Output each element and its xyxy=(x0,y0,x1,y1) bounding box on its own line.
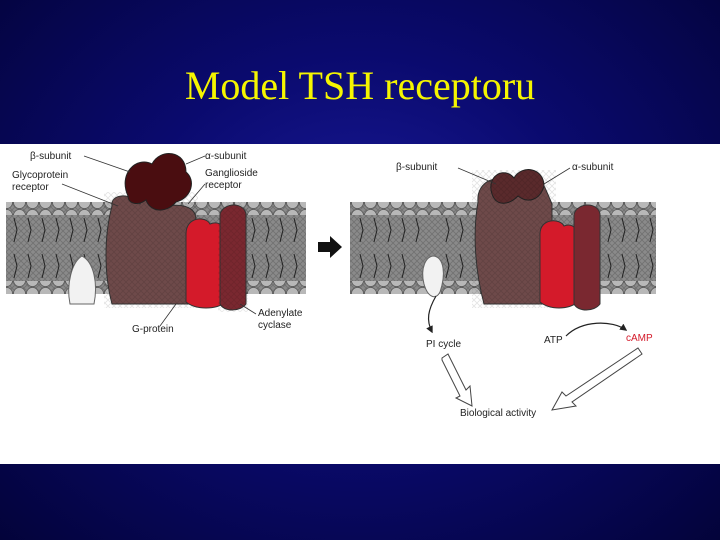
right-leader-lines xyxy=(457,167,571,185)
left-adenylate-label-2: cyclase xyxy=(258,320,292,331)
right-ganglioside-receptor xyxy=(422,255,444,298)
pi-cycle-arrow xyxy=(426,295,437,334)
left-tsh-hormone xyxy=(124,153,192,211)
transition-arrow-icon xyxy=(318,236,342,258)
right-panel: β-subunit α-subunit PI cycle ATP cAMP Bi… xyxy=(350,162,656,419)
receptor-diagram-svg: β-subunit α-subunit Glycoprotein recepto… xyxy=(6,151,656,419)
left-ganglioside-receptor xyxy=(68,255,96,305)
left-g-protein-label: G-protein xyxy=(132,324,174,335)
right-alpha-subunit-label: α-subunit xyxy=(572,162,614,173)
pi-cycle-label: PI cycle xyxy=(426,339,461,350)
biological-activity-label: Biological activity xyxy=(460,408,536,419)
camp-to-activity-arrow xyxy=(551,347,643,411)
atp-label: ATP xyxy=(544,335,563,346)
left-alpha-subunit-label: α-subunit xyxy=(205,151,247,162)
right-beta-subunit-label: β-subunit xyxy=(396,162,438,173)
left-leader-lines xyxy=(61,155,257,327)
left-glycoprotein-label-2: receptor xyxy=(12,182,49,193)
camp-label: cAMP xyxy=(626,333,653,344)
pi-to-activity-arrow xyxy=(441,353,473,407)
left-glycoprotein-label-1: Glycoprotein xyxy=(12,170,68,181)
left-beta-subunit-label: β-subunit xyxy=(30,151,72,162)
receptor-diagram: β-subunit α-subunit Glycoprotein recepto… xyxy=(0,144,720,464)
left-ganglioside-label-2: receptor xyxy=(205,180,242,191)
slide-title: Model TSH receptoru xyxy=(184,63,536,108)
right-g-protein xyxy=(539,220,579,309)
right-adenylate-cyclase xyxy=(573,204,601,311)
left-adenylate-label-1: Adenylate xyxy=(258,308,303,319)
atp-to-camp-arrow xyxy=(565,322,628,337)
left-panel: β-subunit α-subunit Glycoprotein recepto… xyxy=(6,151,306,335)
left-ganglioside-label-1: Ganglioside xyxy=(205,168,258,179)
